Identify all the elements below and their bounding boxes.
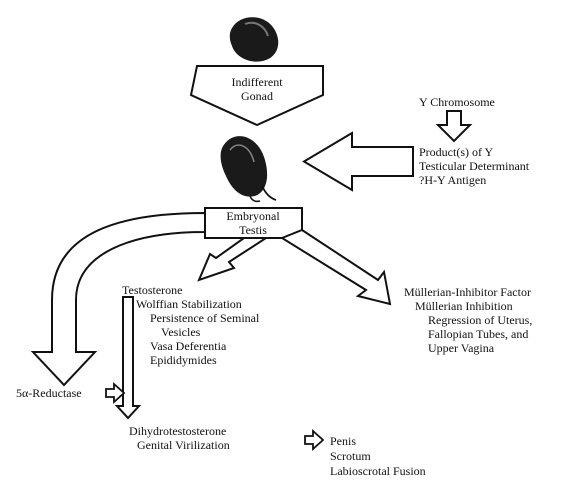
mullerian-item-1: Regression of Uterus,: [428, 313, 532, 327]
indifferent-gonad-label: Indifferent Gonad: [231, 75, 282, 103]
mullerian-arrow: [282, 230, 390, 304]
outcome-arrow: [305, 431, 323, 449]
testosterone-item-3: Vasa Deferentia: [150, 339, 226, 353]
dht-title: Dihydrotestosterone: [129, 424, 226, 438]
y-product-line-2: Testicular Determinant: [419, 159, 529, 173]
testosterone-arrow: [199, 238, 266, 280]
indifferent-gonad-line-2: Gonad: [231, 89, 282, 103]
outcome-labioscrotal-fusion: Labioscrotal Fusion: [330, 464, 426, 478]
indifferent-gonad-illustration: [230, 17, 279, 61]
testosterone-item-4: Epididymides: [150, 353, 217, 367]
indifferent-gonad-line-1: Indifferent: [231, 75, 282, 89]
reductase-label: 5α-Reductase: [16, 386, 82, 400]
testosterone-title: Testosterone: [122, 283, 182, 297]
y-product-line-3: ?H-Y Antigen: [419, 173, 486, 187]
mullerian-inhibition: Müllerian Inhibition: [415, 299, 513, 313]
mullerian-item-3: Upper Vagina: [428, 341, 494, 355]
y-chromosome-arrow: [438, 111, 470, 141]
embryonal-testis-illustration: [221, 136, 276, 201]
testosterone-to-dht-arrow: [117, 297, 139, 418]
embryonal-testis-label: Embryonal Testis: [226, 209, 279, 237]
outcome-penis: Penis: [330, 434, 356, 448]
outcome-scrotum: Scrotum: [330, 449, 371, 463]
wolffian-stabilization: Wolffian Stabilization: [136, 297, 242, 311]
y-chromosome-title: Y Chromosome: [419, 95, 495, 109]
y-product-arrow: [304, 133, 413, 190]
embryonal-testis-line-2: Testis: [226, 223, 279, 237]
testosterone-item-2: Vesicles: [161, 325, 200, 339]
reductase-arrow: [106, 384, 124, 402]
testosterone-item-1: Persistence of Seminal: [150, 311, 259, 325]
mullerian-title: Müllerian-Inhibitor Factor: [404, 285, 531, 299]
genital-virilization: Genital Virilization: [137, 438, 230, 452]
embryonal-testis-line-1: Embryonal: [226, 209, 279, 223]
y-product-line-1: Product(s) of Y: [419, 145, 493, 159]
mullerian-item-2: Fallopian Tubes, and: [428, 327, 528, 341]
